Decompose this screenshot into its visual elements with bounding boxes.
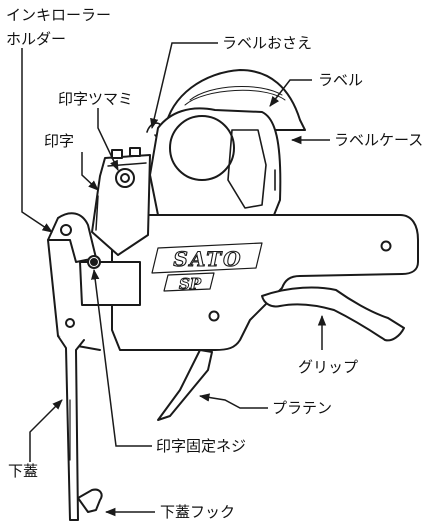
- label-label-case: ラベルケース: [334, 131, 422, 149]
- label-print-knob: 印字ツマミ: [58, 90, 133, 108]
- leader-label: [269, 79, 312, 107]
- leader-label-presser: [150, 42, 218, 130]
- print-window: [79, 261, 141, 306]
- bottom-cover-hook: [77, 488, 103, 513]
- leader-print: [81, 152, 99, 191]
- label-label-presser: ラベルおさえ: [222, 34, 312, 52]
- label-bottom-cover-hook: 下蓋フック: [160, 503, 235, 521]
- platen: [157, 349, 213, 421]
- leader-print-fixing-screw: [91, 268, 152, 447]
- label-bottom-cover: 下蓋: [8, 462, 38, 480]
- brand-model: SP: [179, 275, 202, 293]
- leader-platen: [198, 393, 268, 409]
- print-head: [91, 147, 151, 256]
- label-print: 印字: [44, 132, 74, 150]
- grip: [261, 286, 405, 342]
- label-platen: プラテン: [272, 399, 332, 417]
- brand-name: SATO: [173, 247, 242, 271]
- leader-bottom-cover: [29, 399, 63, 462]
- label-ink-roller-holder-2: ホルダー: [6, 30, 66, 48]
- label-ink-roller-holder-1: インキローラー: [6, 6, 111, 24]
- leader-ink-roller-holder: [21, 48, 53, 233]
- label-case: [149, 107, 282, 226]
- label-grip: グリップ: [298, 358, 358, 376]
- print-knob: [115, 168, 135, 188]
- bottom-cover: [57, 335, 85, 521]
- label-print-fixing-screw: 印字固定ネジ: [156, 437, 246, 455]
- leader-print-knob: [97, 108, 119, 171]
- label-label: ラベル: [318, 71, 363, 89]
